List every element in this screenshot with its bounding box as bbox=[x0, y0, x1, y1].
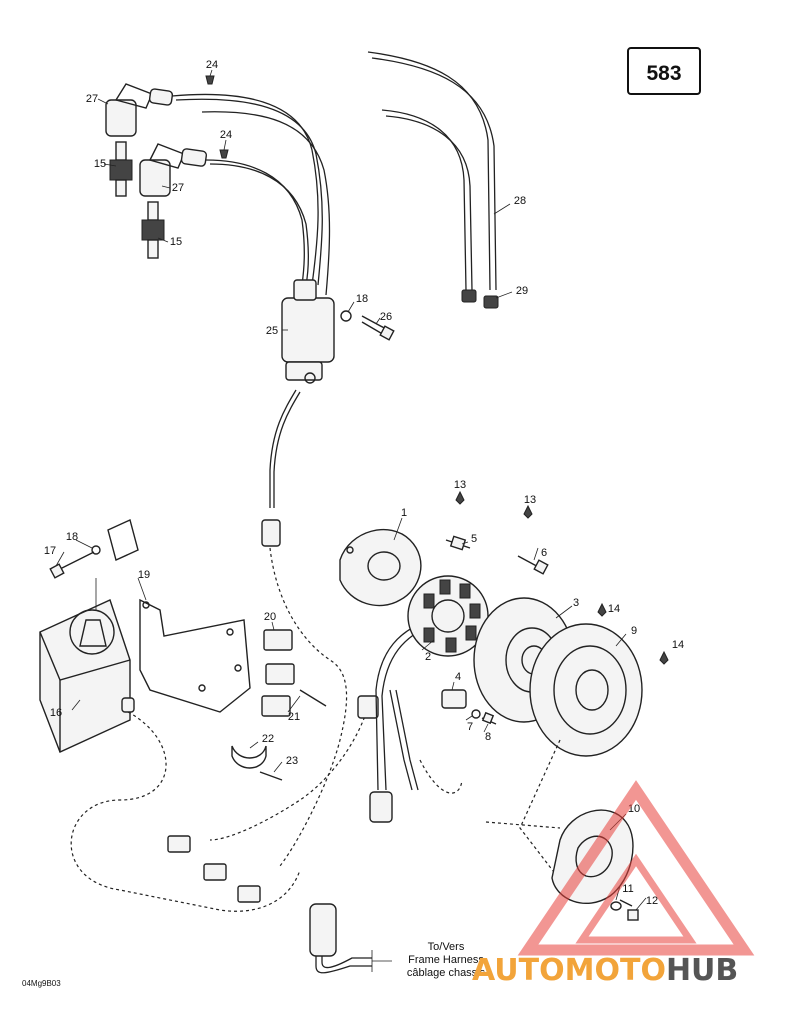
spark-plug-lower bbox=[141, 201, 165, 259]
starting-pulley bbox=[529, 623, 643, 757]
callout-17: 17 bbox=[44, 545, 56, 557]
loctite-13-b bbox=[523, 504, 533, 519]
callout-25: 25 bbox=[266, 325, 278, 337]
callout-15-lower: 15 bbox=[170, 236, 182, 248]
screw-23 bbox=[259, 771, 283, 781]
washer-18-top bbox=[340, 310, 352, 322]
callout-18-top: 18 bbox=[356, 293, 368, 305]
callout-16: 16 bbox=[50, 707, 62, 719]
harness-note-line2: Frame Harness bbox=[408, 954, 484, 966]
ignition-coil bbox=[281, 279, 335, 384]
callout-27-upper: 27 bbox=[86, 93, 98, 105]
mounting-plate bbox=[139, 598, 251, 713]
harness-note-line1: To/Vers bbox=[428, 941, 465, 953]
callout-12: 12 bbox=[646, 895, 658, 907]
callout-labels: 24 27 24 15 27 15 18 26 25 28 29 18 17 1… bbox=[44, 59, 684, 907]
callout-1: 1 bbox=[401, 507, 407, 519]
nut-24-upper bbox=[205, 75, 215, 85]
callout-11: 11 bbox=[622, 883, 633, 895]
harness-note: To/Vers Frame Harness câblage chassis bbox=[407, 941, 486, 979]
callout-29: 29 bbox=[516, 285, 528, 297]
page-number-box: 583 bbox=[627, 47, 701, 95]
callout-4: 4 bbox=[455, 671, 461, 683]
watermark-text: AUTOMOTOHUB bbox=[472, 953, 738, 988]
lighting-wires bbox=[367, 51, 497, 291]
harness-note-line3: câblage chassis bbox=[407, 967, 486, 979]
callout-27-lower: 27 bbox=[172, 182, 184, 194]
callout-26: 26 bbox=[380, 311, 392, 323]
callout-9: 9 bbox=[631, 625, 637, 637]
callout-19: 19 bbox=[138, 569, 150, 581]
spark-plug-cap-upper bbox=[105, 83, 174, 137]
callout-14-b: 14 bbox=[672, 639, 684, 651]
callout-2: 2 bbox=[425, 651, 431, 663]
screw-8 bbox=[481, 711, 497, 725]
stator-coils bbox=[407, 575, 489, 657]
washer-18-left bbox=[91, 545, 101, 555]
trigger-coil bbox=[441, 689, 467, 709]
wire-connector bbox=[461, 289, 499, 309]
callout-14-a: 14 bbox=[608, 603, 620, 615]
stator-plate bbox=[339, 528, 422, 607]
watermark-inner-triangle-icon bbox=[575, 853, 697, 944]
bolt-26 bbox=[361, 315, 395, 341]
callout-8: 8 bbox=[485, 731, 491, 743]
washer-11 bbox=[610, 901, 622, 911]
callout-28: 28 bbox=[514, 195, 526, 207]
loctite-13-a bbox=[455, 490, 465, 505]
main-harness bbox=[70, 547, 463, 912]
watermark: AUTOMOTOHUB bbox=[472, 780, 755, 988]
callout-23: 23 bbox=[286, 755, 298, 767]
washer-14-a bbox=[597, 602, 607, 617]
watermark-text-part1: AUTOMOTO bbox=[472, 953, 666, 988]
frame-harness-plug bbox=[309, 903, 392, 974]
bracket-mount bbox=[107, 519, 139, 561]
connector-block bbox=[261, 629, 295, 717]
bolt-17 bbox=[49, 551, 95, 579]
coil-primary-lead bbox=[261, 389, 301, 547]
tie-wrap-21 bbox=[299, 689, 327, 707]
cdi-module bbox=[39, 599, 135, 753]
callout-21: 21 bbox=[288, 711, 300, 723]
watermark-text-part2: HUB bbox=[666, 953, 738, 988]
screw-12 bbox=[619, 899, 639, 921]
callout-13-b: 13 bbox=[524, 494, 536, 506]
callout-6: 6 bbox=[541, 547, 547, 559]
nut-24-lower bbox=[219, 149, 229, 159]
callout-7: 7 bbox=[467, 721, 473, 733]
harness-connectors bbox=[167, 695, 393, 903]
callout-15-upper: 15 bbox=[94, 158, 106, 170]
washer-14-b bbox=[659, 650, 669, 665]
callout-20: 20 bbox=[264, 611, 276, 623]
screw-5 bbox=[445, 535, 471, 551]
callout-3: 3 bbox=[573, 597, 579, 609]
alignment-lines bbox=[485, 739, 561, 881]
page-number: 583 bbox=[646, 62, 681, 85]
high-tension-wires bbox=[171, 93, 331, 296]
callout-24-upper: 24 bbox=[206, 59, 218, 71]
callout-22: 22 bbox=[262, 733, 274, 745]
callout-24-lower: 24 bbox=[220, 129, 232, 141]
callout-18-left: 18 bbox=[66, 531, 78, 543]
washer-7 bbox=[471, 709, 481, 719]
drawing-code: 04Mg9B03 bbox=[22, 979, 61, 988]
callout-5: 5 bbox=[471, 533, 477, 545]
clamp-22 bbox=[231, 745, 267, 769]
callout-13-a: 13 bbox=[454, 479, 466, 491]
watermark-triangle-icon bbox=[517, 780, 755, 956]
screw-6 bbox=[517, 555, 549, 575]
spark-plug-upper bbox=[109, 141, 133, 197]
spark-plug-cap-lower bbox=[139, 143, 208, 197]
